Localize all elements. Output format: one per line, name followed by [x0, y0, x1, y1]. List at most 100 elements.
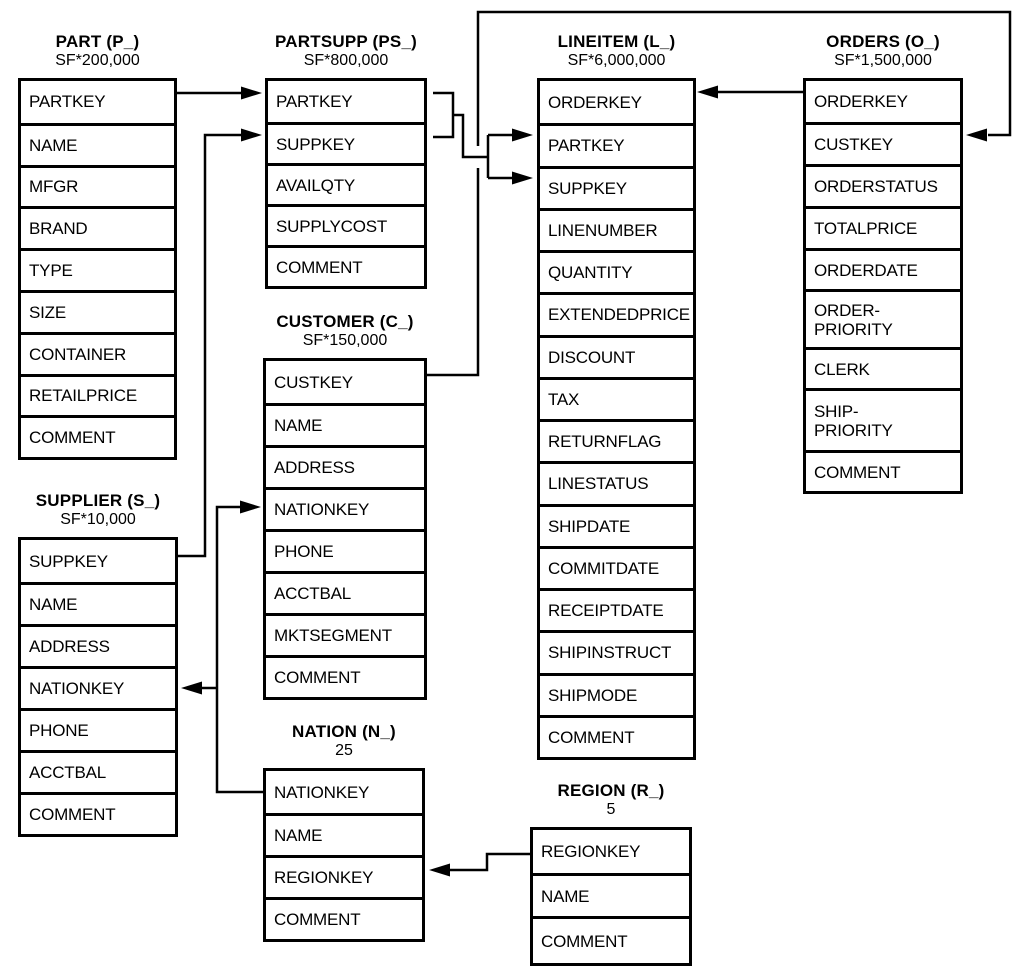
field-row: PARTKEY [21, 81, 174, 123]
arrowhead-right-icon [240, 500, 261, 514]
table-cardinality: 5 [606, 801, 616, 818]
rel-orders-lineitem [697, 85, 803, 99]
field-label: TAX [548, 389, 580, 409]
field-label: ACCTBAL [29, 763, 107, 782]
field-row: TYPE [21, 248, 174, 290]
field-label: SHIP- PRIORITY [814, 401, 893, 440]
field-row: NAME [21, 582, 175, 624]
field-label: COMMENT [274, 910, 361, 929]
field-label: BRAND [29, 219, 88, 239]
field-label: COMMENT [541, 931, 628, 951]
field-label: MKTSEGMENT [274, 626, 392, 645]
field-row: PARTKEY [540, 123, 693, 165]
field-label: CLERK [814, 359, 870, 379]
field-label: PHONE [29, 721, 89, 740]
field-row: NAME [533, 873, 689, 916]
arrowhead-right-icon [512, 128, 533, 142]
field-label: ORDERKEY [548, 92, 642, 112]
field-label: COMMENT [276, 257, 363, 277]
field-label: COMMENT [274, 668, 361, 687]
field-label: PARTKEY [548, 136, 625, 156]
field-label: SIZE [29, 302, 66, 322]
field-row: TAX [540, 376, 693, 419]
field-label: PARTKEY [29, 92, 106, 112]
field-row: SIZE [21, 289, 174, 332]
field-label: ORDER- PRIORITY [814, 300, 893, 339]
field-row: COMMENT [21, 415, 174, 457]
field-label: CUSTKEY [814, 135, 893, 154]
field-label: ADDRESS [29, 637, 110, 656]
field-label: NAME [29, 135, 78, 155]
field-label: SUPPKEY [29, 551, 108, 571]
arrowhead-left-icon [181, 681, 202, 695]
field-label: ADDRESS [274, 458, 355, 477]
table-title: NATION (N_) [292, 722, 396, 741]
table-box: NATIONKEY NAME REGIONKEY COMMENT [263, 768, 425, 942]
field-label: PARTKEY [276, 92, 353, 111]
field-label: ORDERDATE [814, 260, 918, 280]
field-label: NAME [541, 886, 590, 906]
field-row: NATIONKEY [266, 771, 422, 813]
field-label: RECEIPTDATE [548, 601, 664, 621]
field-label: ORDERKEY [814, 92, 908, 111]
field-label: NAME [29, 595, 78, 614]
field-row: SHIP- PRIORITY [806, 388, 960, 450]
field-row: SUPPLYCOST [268, 204, 424, 245]
field-row: NAME [266, 403, 424, 445]
field-label: REGIONKEY [274, 868, 374, 887]
field-label: ACCTBAL [274, 584, 352, 603]
field-row: PARTKEY [268, 81, 424, 122]
field-label: SUPPKEY [548, 178, 627, 198]
field-row: COMMENT [533, 916, 689, 963]
field-row: ADDRESS [266, 445, 424, 487]
field-row: SUPPKEY [540, 165, 693, 208]
field-row: SHIPMODE [540, 672, 693, 715]
rel-supplier-partsupp [178, 128, 262, 558]
field-row: COMMENT [540, 714, 693, 757]
field-label: MFGR [29, 177, 79, 197]
field-label: COMMENT [814, 462, 901, 482]
field-row: COMMITDATE [540, 545, 693, 588]
field-label: COMMITDATE [548, 558, 660, 578]
table-cardinality: SF*200,000 [55, 52, 140, 69]
table-cardinality: SF*6,000,000 [567, 52, 666, 69]
field-label: PHONE [274, 542, 334, 561]
field-row: CUSTKEY [266, 361, 424, 403]
field-label: NATIONKEY [274, 500, 370, 519]
arrowhead-left-icon [966, 128, 987, 142]
field-label: REGIONKEY [541, 842, 641, 861]
field-row: COMMENT [21, 792, 175, 834]
field-row: CUSTKEY [806, 122, 960, 164]
field-row: CLERK [806, 347, 960, 388]
field-row: SHIPDATE [540, 503, 693, 546]
table-box: REGIONKEY NAME COMMENT [530, 827, 692, 966]
table-cardinality: SF*150,000 [302, 332, 388, 349]
field-row: LINESTATUS [540, 461, 693, 503]
field-row: SHIPINSTRUCT [540, 630, 693, 672]
field-row: RETAILPRICE [21, 373, 174, 416]
field-label: AVAILQTY [276, 175, 356, 195]
field-row: AVAILQTY [268, 163, 424, 204]
field-label: QUANTITY [548, 263, 633, 283]
field-row: NATIONKEY [266, 487, 424, 529]
rel-part-partsupp [177, 86, 262, 100]
field-label: NAME [274, 826, 323, 845]
field-row: NATIONKEY [21, 666, 175, 708]
table-box: SUPPKEY NAME ADDRESS NATIONKEY PHONE ACCTBAL C… [18, 537, 178, 837]
field-row: ACCTBAL [21, 750, 175, 792]
field-row: LINENUMBER [540, 207, 693, 250]
arrowhead-right-icon [241, 128, 262, 142]
field-label: TYPE [29, 261, 73, 281]
table-title: PART (P_) [55, 32, 140, 51]
table-cardinality: SF*1,500,000 [834, 52, 932, 69]
